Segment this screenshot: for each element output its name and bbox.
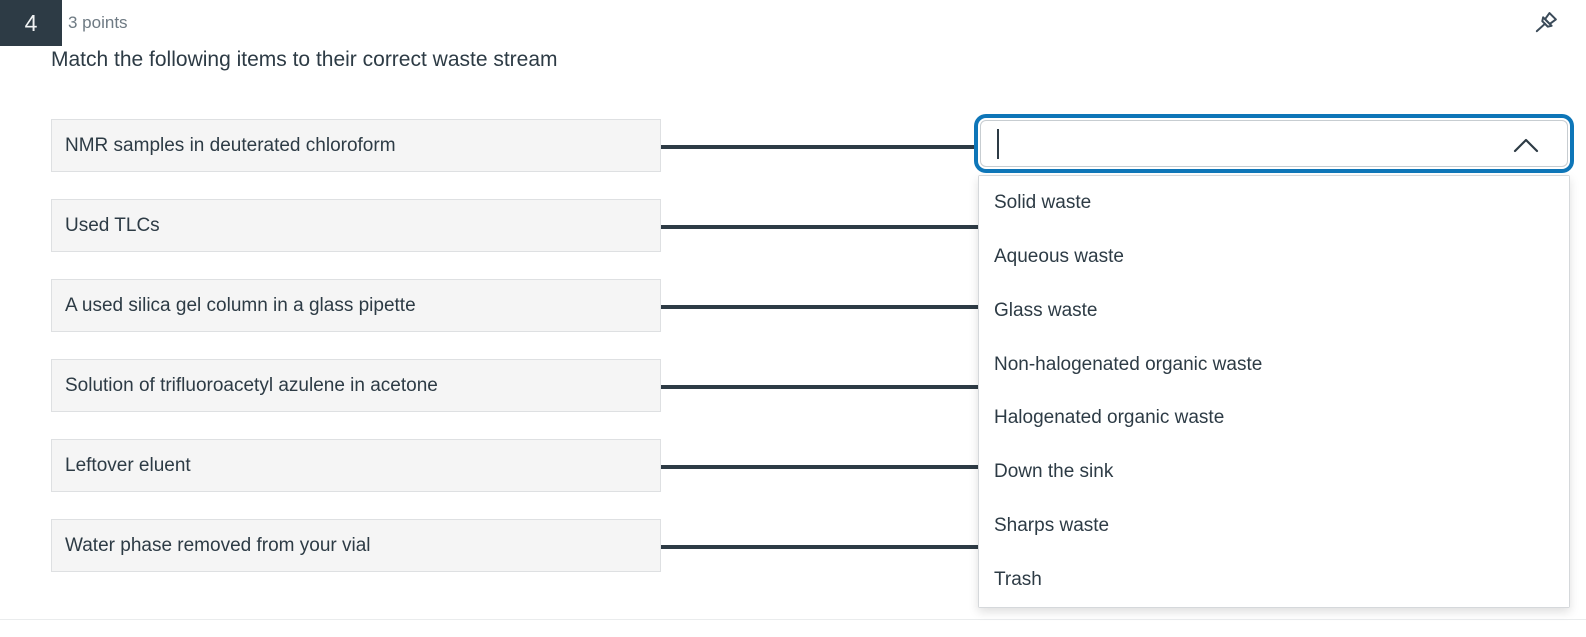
- connector-line: [661, 545, 991, 549]
- match-item: Used TLCs: [51, 199, 661, 252]
- text-caret: [997, 129, 999, 159]
- dropdown-option[interactable]: Non-halogenated organic waste: [979, 337, 1569, 392]
- dropdown-option[interactable]: Aqueous waste: [979, 229, 1569, 284]
- dropdown-option[interactable]: Trash: [979, 553, 1569, 607]
- connector-line: [661, 385, 991, 389]
- match-item: Solution of trifluoroacetyl azulene in a…: [51, 359, 661, 412]
- dropdown-option[interactable]: Halogenated organic waste: [979, 391, 1569, 446]
- dropdown-option[interactable]: Glass waste: [979, 283, 1569, 338]
- connector-line: [661, 225, 991, 229]
- match-item: Water phase removed from your vial: [51, 519, 661, 572]
- dropdown-option[interactable]: Solid waste: [979, 176, 1569, 230]
- section-divider: [0, 619, 1586, 620]
- push-pin-icon[interactable]: [1528, 6, 1560, 42]
- match-item: NMR samples in deuterated chloroform: [51, 119, 661, 172]
- dropdown-options-panel: Solid waste Aqueous waste Glass waste No…: [978, 175, 1570, 608]
- chevron-up-icon[interactable]: [1513, 137, 1539, 153]
- dropdown-option[interactable]: Down the sink: [979, 445, 1569, 500]
- match-item: Leftover eluent: [51, 439, 661, 492]
- connector-line: [661, 465, 991, 469]
- connector-line: [661, 305, 991, 309]
- connector-line: [661, 145, 991, 149]
- question-prompt: Match the following items to their corre…: [51, 48, 558, 71]
- answer-combobox[interactable]: [980, 120, 1568, 167]
- dropdown-option[interactable]: Sharps waste: [979, 499, 1569, 554]
- points-label: 3 points: [68, 13, 128, 32]
- match-item: A used silica gel column in a glass pipe…: [51, 279, 661, 332]
- question-number-badge: 4: [0, 0, 62, 46]
